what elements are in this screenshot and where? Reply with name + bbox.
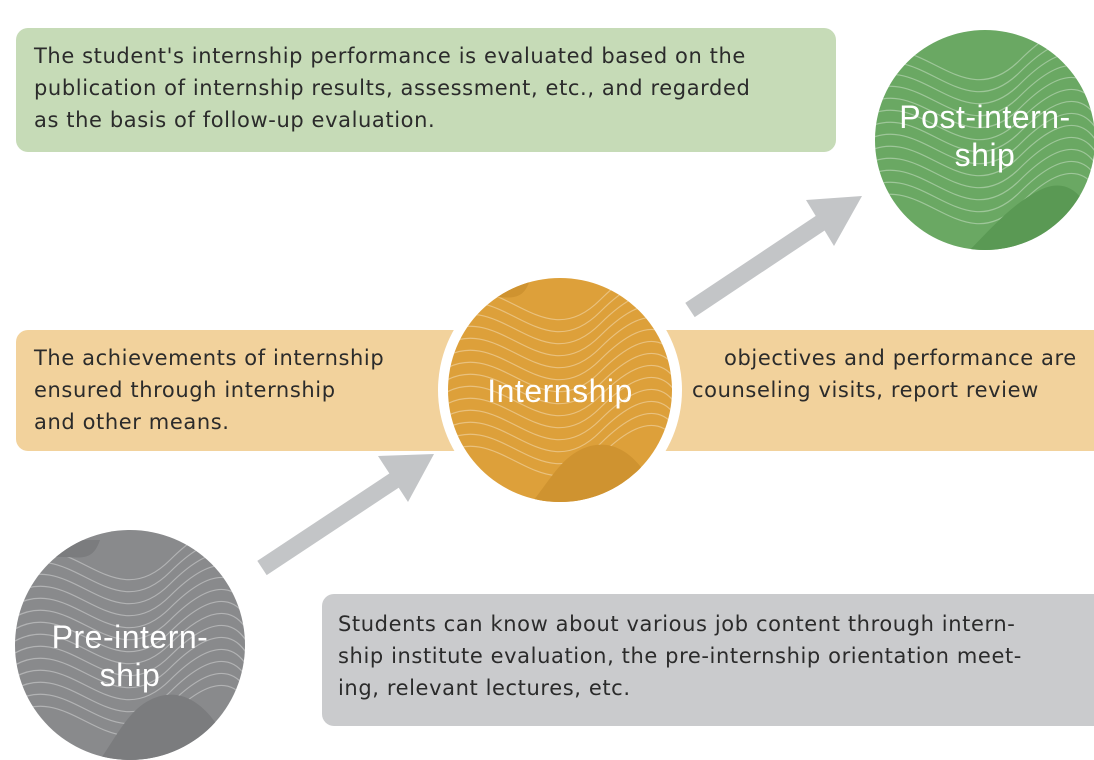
- arrow-up-right-icon: [257, 454, 434, 576]
- internship-label: Internship: [487, 373, 633, 409]
- internship-description-line: counseling visits, report review: [692, 378, 1039, 402]
- arrow-up-right-icon: [685, 196, 862, 318]
- post-description-line: as the basis of follow-up evaluation.: [34, 108, 436, 132]
- pre-internship-label-line: ship: [99, 657, 161, 693]
- pre-description-line: ing, relevant lectures, etc.: [338, 676, 631, 700]
- internship-description-right: objectives and performance are counselin…: [692, 342, 1094, 406]
- pre-internship-circle: [15, 530, 245, 760]
- internship-description-line: and other means.: [34, 410, 230, 434]
- internship-description-line: objectives and performance are: [724, 346, 1077, 370]
- pre-internship-label-line: Pre-intern-: [51, 619, 209, 655]
- post-description-line: publication of internship results, asses…: [34, 76, 751, 100]
- internship-description-line: The achievements of internship: [34, 346, 385, 370]
- pre-description-line: Students can know about various job cont…: [338, 612, 1016, 636]
- internship-description-left: The achievements of internship ensured t…: [34, 342, 444, 438]
- pre-internship-description: Students can know about various job cont…: [322, 594, 1094, 726]
- post-description-line: The student's internship performance is …: [34, 44, 746, 68]
- post-internship-label: Post-intern- ship: [875, 98, 1094, 174]
- pre-description-line: ship institute evaluation, the pre-inter…: [338, 644, 1022, 668]
- post-internship-description: The student's internship performance is …: [16, 28, 836, 152]
- post-internship-label-line: ship: [954, 137, 1016, 173]
- internship-description-line: ensured through internship: [34, 378, 336, 402]
- post-internship-label-line: Post-intern-: [899, 99, 1071, 135]
- pre-internship-label: Pre-intern- ship: [20, 618, 240, 694]
